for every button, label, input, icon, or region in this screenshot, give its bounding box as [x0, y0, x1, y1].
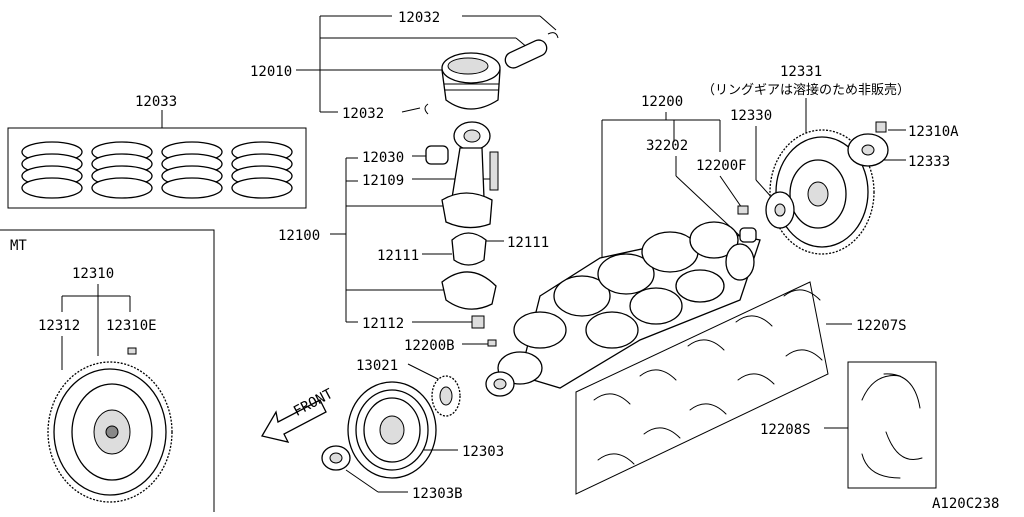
label-12200[interactable]: 12200: [641, 94, 683, 110]
piston-ring-set[interactable]: [21, 141, 293, 199]
label-12032-bottom[interactable]: 12032: [342, 106, 384, 122]
label-12100[interactable]: 12100: [278, 228, 320, 244]
piston[interactable]: [441, 52, 501, 110]
diagram-id: A120C238: [932, 496, 999, 512]
ring-stack-4: [231, 141, 293, 199]
crankshaft[interactable]: [485, 221, 761, 397]
label-12030[interactable]: 12030: [362, 150, 404, 166]
main-bearing-set-12207S[interactable]: [593, 289, 823, 465]
mt-pin-12310E[interactable]: [127, 347, 137, 355]
flywheel-bolt-12310A[interactable]: [875, 121, 887, 133]
label-12200B[interactable]: 12200B: [404, 338, 455, 354]
flywheel-12331[interactable]: [769, 129, 875, 255]
flywheel-group: 12331 （リングギアは溶接のため非販売） 12330 12333 12310…: [702, 64, 959, 255]
pulley-bolt-12303B[interactable]: [321, 445, 351, 471]
label-12010[interactable]: 12010: [250, 64, 292, 80]
ring-stack-3: [161, 141, 223, 199]
mt-flywheel[interactable]: [47, 361, 173, 503]
label-12330[interactable]: 12330: [730, 108, 772, 124]
main-bearing-group: 12207S: [575, 281, 907, 495]
pilot-bushing-32202[interactable]: [739, 227, 757, 243]
label-12303[interactable]: 12303: [462, 444, 504, 460]
piston-ring-set-group: 12033: [7, 94, 307, 209]
label-32202[interactable]: 32202: [646, 138, 688, 154]
label-12333[interactable]: 12333: [908, 154, 950, 170]
front-arrow: FRONT: [260, 386, 336, 443]
rod-bushing-12030[interactable]: [425, 145, 449, 165]
rod-bolt-12109[interactable]: [489, 151, 499, 191]
pulley-group: 13021 12303 12303B: [321, 358, 504, 502]
label-12310E[interactable]: 12310E: [106, 318, 157, 334]
crank-sprocket-13021[interactable]: [431, 375, 461, 417]
label-12310[interactable]: 12310: [72, 266, 114, 282]
plug-12200F[interactable]: [737, 205, 749, 215]
connecting-rod[interactable]: [441, 121, 493, 229]
label-12207S[interactable]: 12207S: [856, 318, 907, 334]
label-12331[interactable]: 12331: [780, 64, 822, 80]
thrust-washer-set-12208S[interactable]: [861, 373, 923, 479]
connecting-rod-group: 12030 12109 12100 12111 12111: [278, 121, 549, 354]
crank-key-12200B[interactable]: [487, 339, 497, 347]
label-13021[interactable]: 13021: [356, 358, 398, 374]
label-12033[interactable]: 12033: [135, 94, 177, 110]
label-12109[interactable]: 12109: [362, 173, 404, 189]
ring-stack-1: [21, 141, 83, 199]
label-12310A[interactable]: 12310A: [908, 124, 959, 140]
label-12032-top[interactable]: 12032: [398, 10, 440, 26]
mt-section: MT 12310 12312 12310E: [0, 229, 215, 512]
label-12111-left[interactable]: 12111: [377, 248, 419, 264]
thrust-washer-group: 12208S: [760, 361, 937, 489]
label-12312[interactable]: 12312: [38, 318, 80, 334]
reinforcement-plate-12333[interactable]: [847, 133, 889, 167]
rod-bearing-upper[interactable]: [451, 232, 487, 266]
crank-pulley-12303[interactable]: [347, 381, 437, 479]
snap-ring-bottom[interactable]: [424, 103, 429, 115]
label-12208S[interactable]: 12208S: [760, 422, 811, 438]
snap-ring-top[interactable]: [547, 32, 559, 39]
label-12111-right[interactable]: 12111: [507, 235, 549, 251]
label-12303B[interactable]: 12303B: [412, 486, 463, 502]
label-12331-note: （リングギアは溶接のため非販売）: [702, 82, 910, 98]
rod-cap[interactable]: [441, 271, 497, 310]
piston-group: 12032 12032 12010: [250, 10, 559, 122]
drive-plate-12330[interactable]: [765, 191, 795, 229]
label-12112[interactable]: 12112: [362, 316, 404, 332]
mt-label: MT: [10, 238, 27, 254]
label-12200F[interactable]: 12200F: [696, 158, 747, 174]
crankshaft-group: 12200 32202 12200F: [485, 94, 761, 397]
piston-pin[interactable]: [503, 37, 550, 70]
rod-nut-12112[interactable]: [471, 315, 485, 329]
ring-stack-2: [91, 141, 153, 199]
